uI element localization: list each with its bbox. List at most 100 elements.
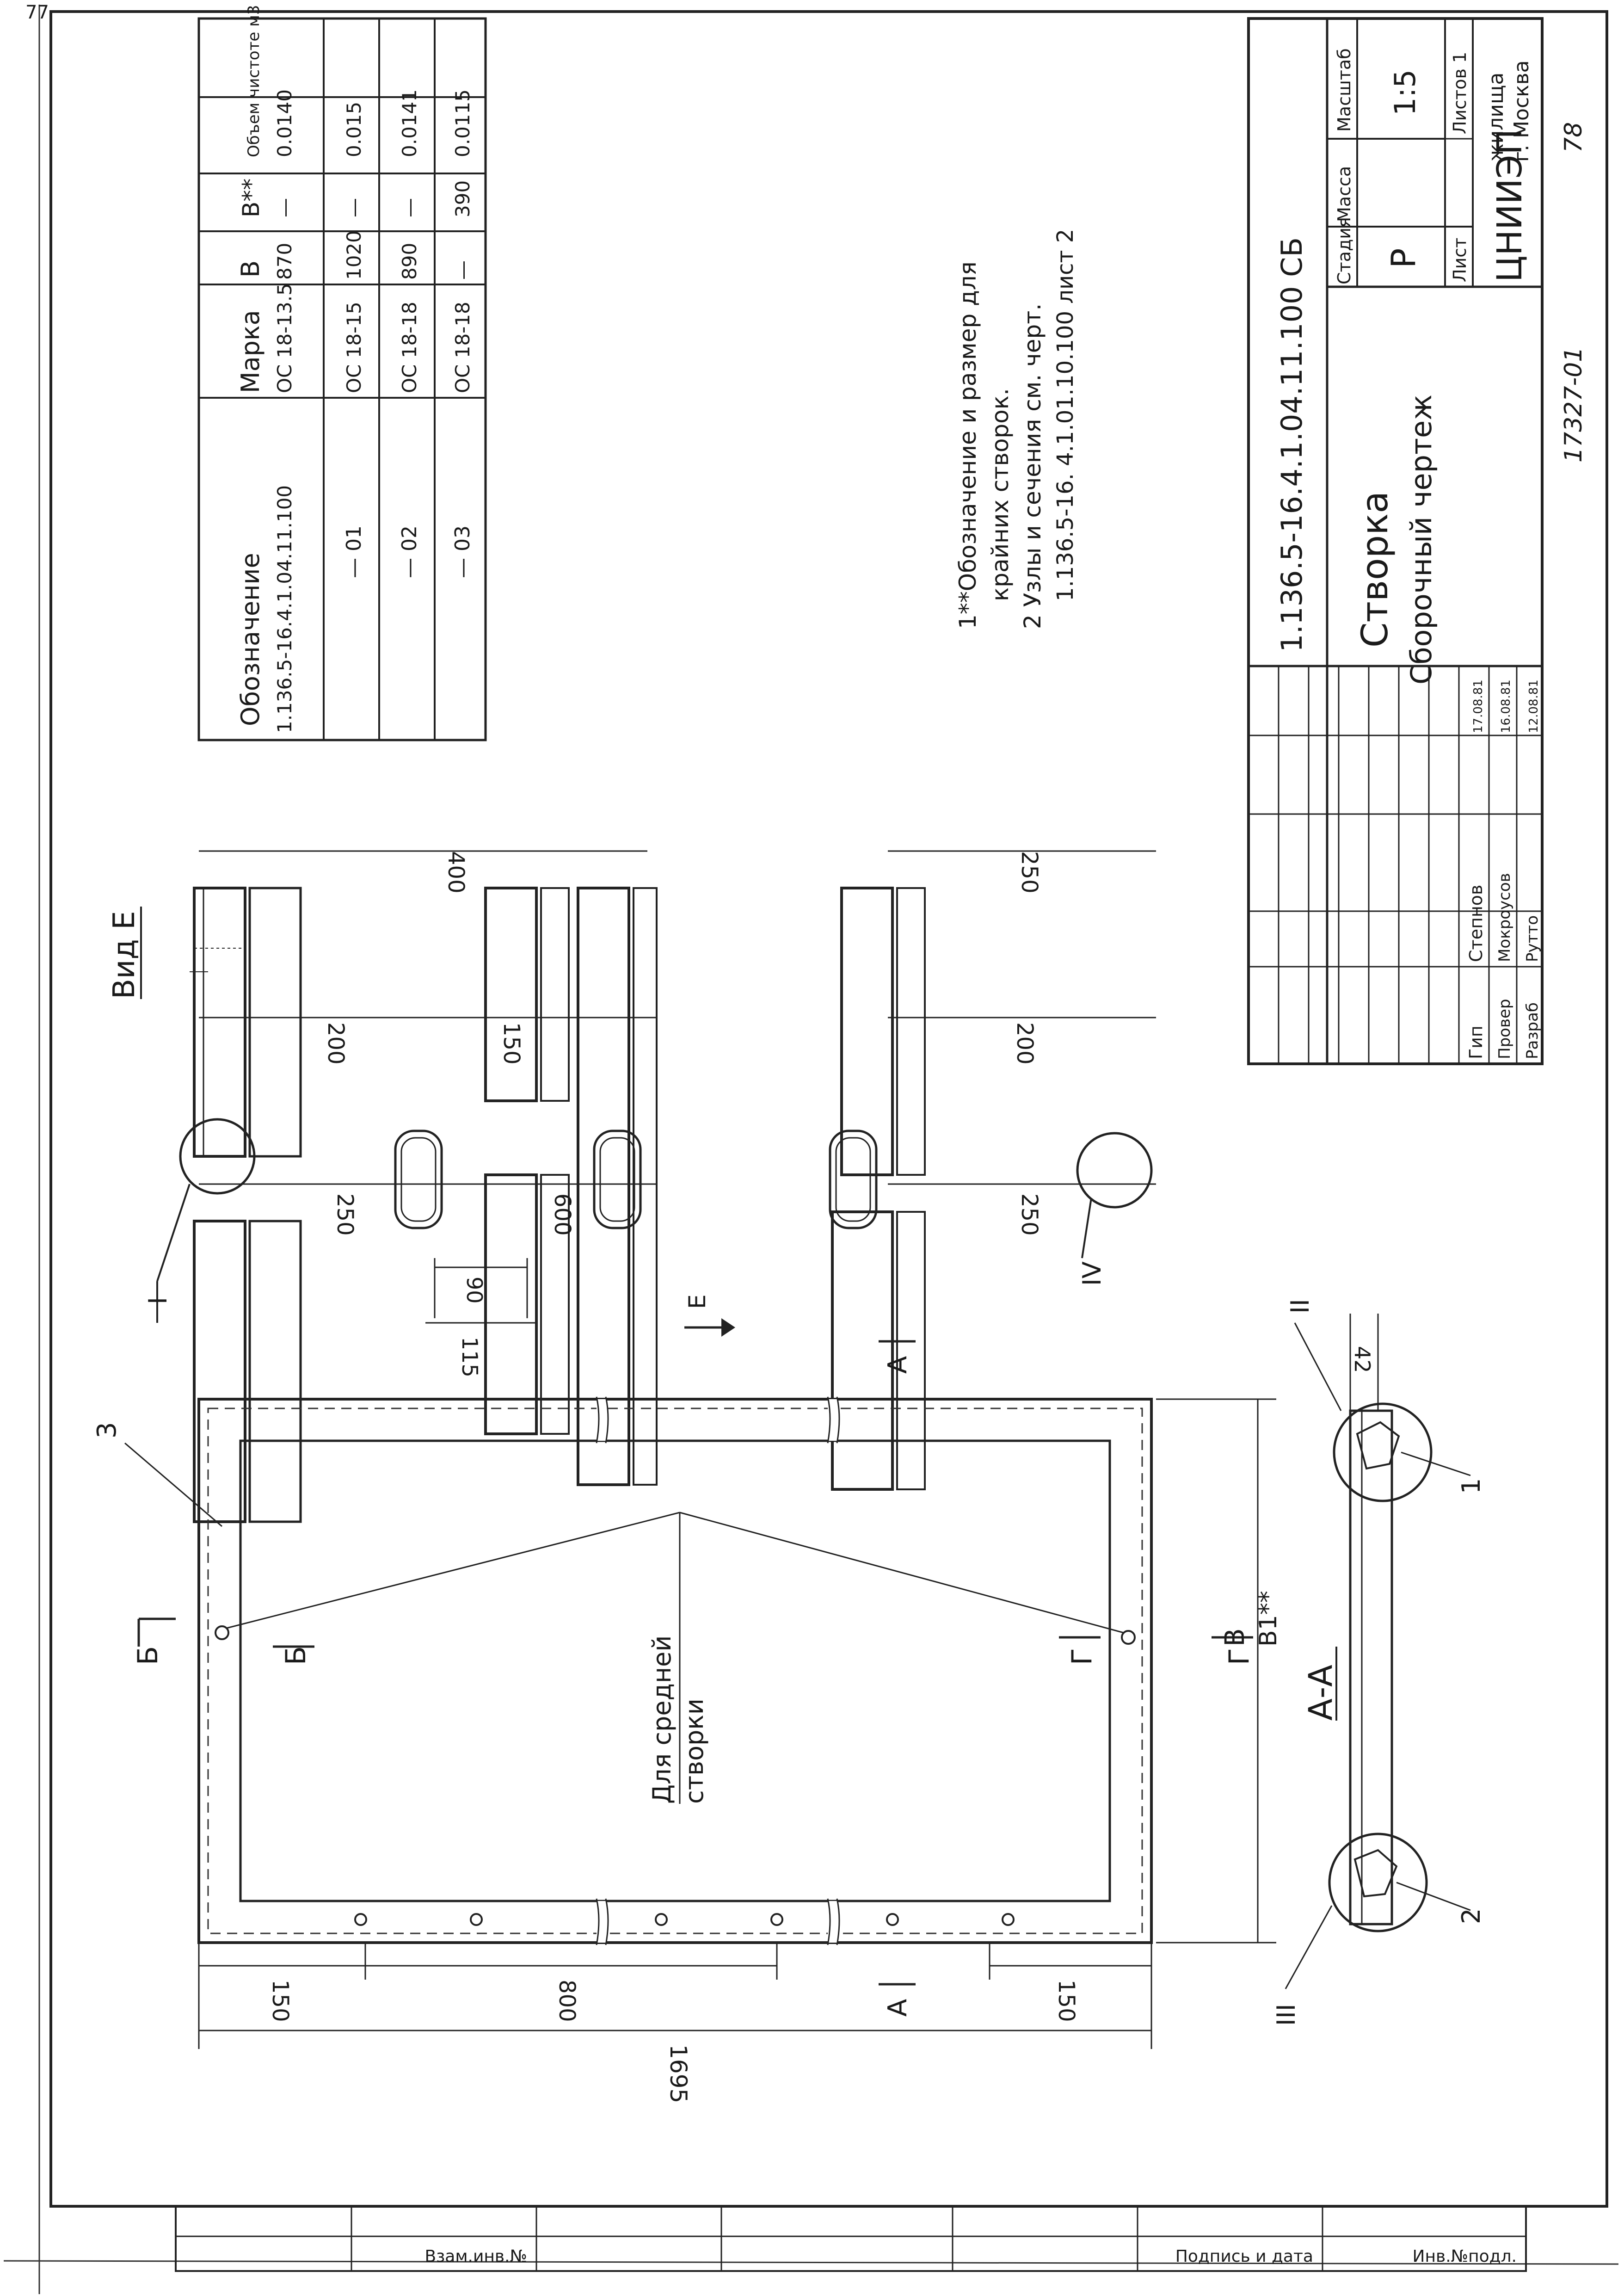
spec-row3-designation: — 03: [451, 525, 474, 578]
spec-row1-mark: ОС 18-15: [343, 302, 365, 393]
date-razrab: 12.08.81: [1527, 679, 1541, 733]
role-prover: Провер: [1495, 999, 1514, 1060]
edge-profile-outer: [193, 887, 926, 1523]
title-subtitle: Сборочный чертеж: [1404, 395, 1438, 685]
org-main: ЦНИИЭП: [1490, 129, 1530, 282]
edge-strip-left: [190, 971, 208, 972]
dim-250c: 250: [1016, 851, 1042, 894]
label-b1: В1**: [1255, 1591, 1282, 1647]
spec-row0-volume: 0.0140: [273, 89, 296, 157]
slot-holes: [394, 1129, 878, 1229]
dim-115: 115: [457, 1337, 482, 1377]
callout-1: 1: [1457, 1478, 1486, 1494]
stamp-signature: Подпись и дата: [1175, 2247, 1313, 2266]
title-block: 1.136.5-16.4.1.04.11.100 СБ Створка Сбор…: [1247, 17, 1544, 1065]
arrow-e: Е: [684, 1294, 735, 1337]
dim-1695: 1695: [665, 2044, 692, 2103]
callout-3: 3: [92, 1422, 122, 1438]
dim-150c: 150: [498, 1022, 524, 1065]
spec-row0-b: 870: [273, 243, 296, 280]
spec-row0-designation: 1.136.5-16.4.1.04.11.100: [273, 485, 296, 733]
scale-value: 1:5: [1388, 69, 1422, 116]
name-prover: Мокроусов: [1495, 873, 1514, 962]
sash-elevation: Для средней створки 3 Б Б Г Г А А: [92, 1340, 1282, 2103]
note-line-2: крайних створок.: [987, 388, 1014, 601]
role-razrab: Разраб: [1523, 1002, 1542, 1059]
dim-600: 600: [549, 1193, 575, 1236]
dim-250a: 250: [332, 1193, 358, 1236]
label-b: В: [1219, 1628, 1250, 1647]
note-line-3: 2 Узлы и сечения см. черт.: [1019, 303, 1046, 629]
spec-row1-designation: — 01: [342, 525, 366, 578]
sec-b-bottom: Б: [280, 1646, 312, 1665]
node-circle-IV: [1076, 1132, 1153, 1209]
spec-row2-volume: 0.0141: [398, 89, 421, 157]
sec-a-bottom: А: [883, 1999, 913, 2017]
spec-row1-b: 1020: [343, 230, 365, 280]
sec-a-top: А: [883, 1356, 913, 1374]
spec-row1-b2: —: [343, 198, 365, 217]
label-arrow-e: Е: [684, 1294, 711, 1309]
role-gip: Гип: [1466, 1025, 1486, 1059]
dim-800: 800: [554, 1980, 580, 2022]
spec-row3-b2: 390: [451, 180, 474, 217]
dim-400: 400: [443, 851, 469, 894]
callout-2: 2: [1457, 1908, 1486, 1924]
spec-row3-mark: ОС 18-18: [451, 302, 474, 393]
sash-outer: [197, 1398, 1153, 1944]
notes-block: 1**Обозначение и размер для крайних ство…: [954, 229, 1078, 629]
corner-number: 77: [25, 2, 49, 23]
sheet-label: Лист: [1450, 238, 1470, 282]
spec-row3-volume: 0.0115: [451, 89, 474, 157]
view-e-dimensions: [199, 850, 1156, 1324]
date-prover: 16.08.81: [1499, 679, 1513, 733]
org-city: г. Москва: [1510, 60, 1533, 162]
spec-header-b: В: [236, 260, 265, 278]
col-mass: Масса: [1334, 166, 1354, 222]
spec-table: Обозначение Марка В В** Объем чистоте м3…: [197, 5, 487, 741]
stamp-inv-no: Инв.№подл.: [1413, 2247, 1517, 2266]
middle-note-1: Для средней: [647, 1636, 677, 1804]
dim-200a: 200: [323, 1022, 349, 1065]
node-circle-III: [1328, 1833, 1428, 1932]
sec-g-top: Г: [1066, 1648, 1098, 1665]
stamp-replaces: Взам.инв.№: [424, 2247, 527, 2266]
section-aa: А-А 42 II III 1 2: [1272, 1299, 1486, 2026]
bottom-edge-line: [3, 2260, 1619, 2265]
dim-200b: 200: [1012, 1022, 1038, 1065]
sash-hidden-edge: [207, 1407, 1143, 1934]
node-circle-I: [179, 1118, 256, 1195]
name-razrab: Рутто: [1523, 915, 1542, 962]
bottom-sheet-number: 78: [1560, 122, 1587, 153]
note-line-4: 1.136.5-16. 4.1.01.10.100 лист 2: [1052, 229, 1078, 601]
spec-row0-mark: ОС 18-13.5: [273, 283, 296, 393]
spec-header-designation: Обозначение: [236, 553, 265, 726]
col-stage: Стадия: [1334, 217, 1354, 284]
stage-value: Р: [1384, 248, 1423, 268]
view-e-title: Вид Е: [107, 911, 141, 999]
dim-250b: 250: [1016, 1193, 1042, 1236]
section-aa-title: А-А: [1302, 1665, 1340, 1721]
label-node-III: III: [1272, 2004, 1301, 2026]
archive-number: 17327-01: [1560, 347, 1587, 463]
dim-90: 90: [462, 1277, 487, 1304]
sec-g-bottom: Г: [1223, 1648, 1255, 1665]
note-line-1: 1**Обозначение и размер для: [954, 261, 981, 629]
col-scale: Масштаб: [1334, 48, 1354, 132]
spec-row2-designation: — 02: [398, 525, 421, 578]
name-gip: Степнов: [1466, 885, 1486, 962]
spec-row2-mark: ОС 18-18: [398, 302, 421, 393]
spec-header-mark: Марка: [236, 310, 265, 393]
label-node-I: I: [143, 1297, 172, 1304]
title-name: Створка: [1354, 491, 1396, 648]
spec-row2-b: 890: [398, 243, 421, 280]
spec-header-b2: В**: [238, 179, 265, 217]
node-circle-II: [1333, 1402, 1433, 1502]
middle-note-2: створки: [680, 1698, 709, 1804]
date-gip: 17.08.81: [1471, 679, 1485, 733]
label-node-IV: IV: [1077, 1261, 1107, 1286]
side-stamp: Инв.№подл. Подпись и дата Взам.инв.№: [175, 2205, 1527, 2272]
spec-row3-b: —: [451, 260, 474, 280]
